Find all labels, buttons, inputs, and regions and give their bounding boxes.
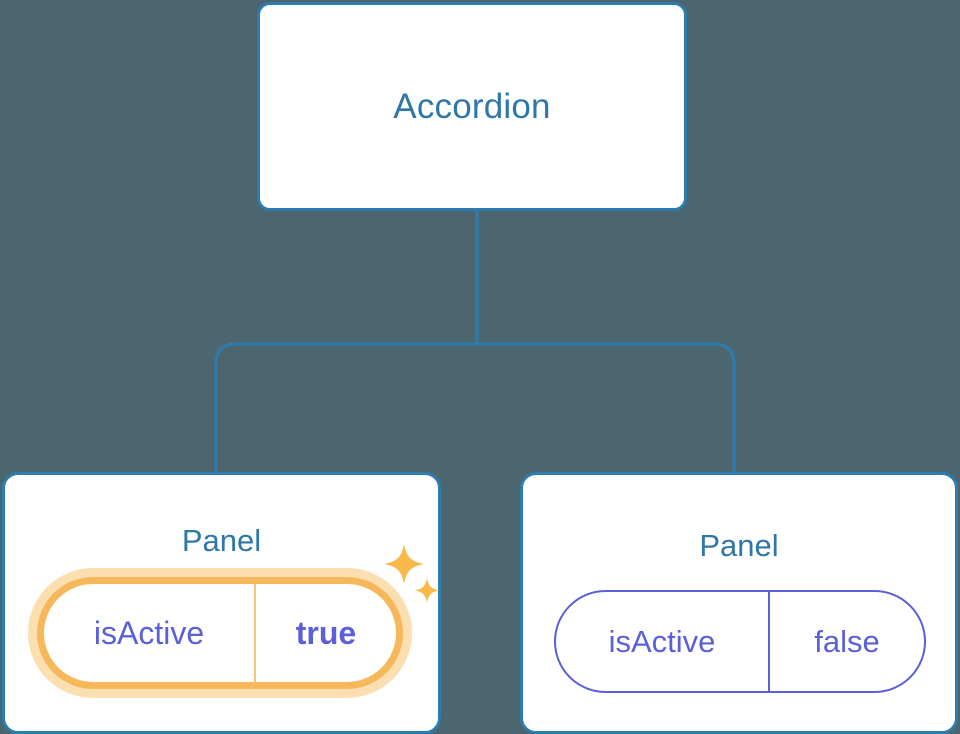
- connector-branch-right: [476, 342, 736, 472]
- prop-value-left: true: [295, 615, 357, 651]
- prop-key-left: isActive: [44, 584, 256, 682]
- prop-key-right: isActive: [556, 592, 770, 691]
- sparkles-icon: [384, 544, 440, 603]
- prop-pill-left-highlighted[interactable]: isActive true: [28, 568, 412, 698]
- prop-value-right: false: [814, 624, 880, 659]
- sparkle-small-icon: [414, 578, 440, 603]
- node-panel-left-title: Panel: [181, 523, 262, 558]
- connector-branch-left: [214, 342, 478, 472]
- node-accordion-title: Accordion: [393, 87, 551, 126]
- prop-pill-right-wrap[interactable]: isActive false: [554, 590, 926, 693]
- node-panel-right-title: Panel: [699, 528, 779, 563]
- prop-pill-left[interactable]: isActive true: [37, 577, 403, 689]
- prop-pill-right[interactable]: isActive false: [554, 590, 926, 693]
- sparkle-large-icon: [384, 544, 424, 584]
- node-accordion[interactable]: Accordion: [257, 2, 687, 211]
